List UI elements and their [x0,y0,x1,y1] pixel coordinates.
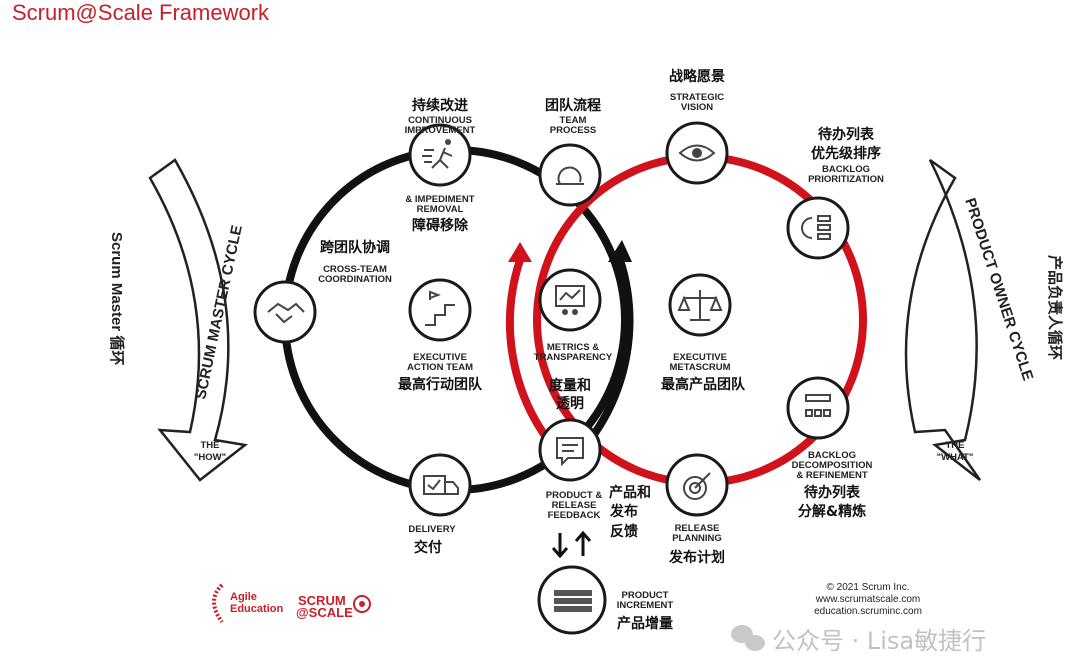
node-label: STRATEGIC [670,92,724,103]
agile-logo-text-2: Education [230,603,283,615]
node-label: CONTINUOUS [408,115,472,126]
scrum-at-scale-logo: SCRUM @SCALE [296,593,371,620]
scrum-logo-text-1: SCRUM [298,593,346,608]
eye-icon [678,144,716,162]
what-label-1: THE [946,440,965,451]
node-label: EXECUTIVE [413,352,467,363]
node-label: 反馈 [610,523,638,540]
node-label: REMOVAL [417,204,464,215]
agile-education-logo: Agile Education [212,583,283,624]
node-label: PRODUCT & [546,490,603,501]
node-label: 障碍移除 [412,217,469,234]
up-down-arrows-icon [551,530,592,559]
node-label: INCREMENT [617,600,674,611]
node-executive-action-team[interactable]: EXECUTIVE ACTION TEAM 最高行动团队 [398,278,483,393]
team-stairs-icon [425,290,455,326]
node-label: 待办列表 [818,126,875,143]
black-inner-arrow [586,258,634,443]
decompose-blocks-icon [805,394,831,417]
node-label: EXECUTIVE [673,352,727,363]
node-label: METASCRUM [669,362,730,373]
node-label: METRICS & [547,342,599,353]
node-label: BACKLOG [808,450,856,461]
node-label: 战略愿景 [669,68,725,85]
node-label: 交付 [414,539,442,556]
node-label: 优先级排序 [811,145,881,162]
delivery-truck-icon [423,475,459,495]
node-strategic-vision[interactable]: 战略愿景 STRATEGIC VISION [665,68,729,185]
product-owner-cycle-arrow: PRODUCT OWNER CYCLE THE "WHAT" 产品负责人循环 [904,158,1064,481]
node-label: TRANSPARENCY [534,352,613,363]
node-label: 发布 [609,503,638,520]
node-label: 团队流程 [545,97,601,114]
wechat-icon [731,625,765,651]
node-label: CROSS-TEAM [323,264,387,275]
node-team-process[interactable]: 团队流程 TEAM PROCESS [538,97,602,207]
scales-icon [677,290,723,321]
node-label: PRODUCT [622,590,669,601]
node-label: BACKLOG [822,164,870,175]
node-label: 发布计划 [668,549,725,566]
node-label: 最高产品团队 [661,376,746,393]
node-backlog-prioritization[interactable]: 待办列表 优先级排序 BACKLOG PRIORITIZATION [786,126,884,260]
scrum-master-cycle-cn: Scrum Master 循环 [108,232,126,365]
chat-bubble-icon [556,437,584,467]
product-owner-cycle-cn: 产品负责人循环 [1046,255,1064,360]
node-backlog-decomposition[interactable]: BACKLOG DECOMPOSITION & REFINEMENT 待办列表 … [786,376,873,520]
node-release-planning[interactable]: RELEASE PLANNING 发布计划 [665,453,729,566]
watermark: 公众号 · Lisa敏捷行 [772,627,986,655]
scrum-logo-text-2: @SCALE [296,605,353,620]
node-product-increment[interactable]: PRODUCT INCREMENT 产品增量 [537,565,674,635]
agile-logo-text-1: Agile [230,591,257,603]
node-label: FEEDBACK [548,510,601,521]
dashboard-icon [555,285,585,315]
node-label: & REFINEMENT [796,470,867,481]
red-inner-arrow [505,258,552,443]
node-label: PLANNING [672,533,722,544]
stacked-increment-icon [554,590,592,612]
node-product-feedback[interactable]: PRODUCT & RELEASE FEEDBACK 产品和 发布 反馈 [538,418,651,540]
copyright: © 2021 Scrum Inc. [827,582,910,593]
node-label: 跨团队协调 [320,239,390,256]
node-executive-metascrum[interactable]: EXECUTIVE METASCRUM 最高产品团队 [661,273,746,393]
node-label: 产品增量 [617,615,673,632]
node-label: 度量和 [549,377,591,394]
how-label-1: THE [201,440,220,451]
what-label-2: "WHAT" [937,452,974,463]
red-arrowhead [508,242,532,262]
node-label: RELEASE [675,523,720,534]
how-label-2: "HOW" [194,452,226,463]
handshake-icon [267,302,305,324]
node-label: 持续改进 [412,97,468,114]
node-metrics-transparency[interactable]: METRICS & TRANSPARENCY 度量和 透明 [534,268,613,412]
running-person-icon [422,139,453,169]
cycle-arrow-icon [556,166,584,185]
node-label: PRIORITIZATION [808,174,884,185]
node-label: 最高行动团队 [398,376,483,393]
node-label: IMPROVEMENT [405,125,476,136]
node-continuous-improvement[interactable]: 持续改进 CONTINUOUS IMPROVEMENT & IMPEDIMENT… [405,97,476,234]
node-label: 待办列表 [804,484,861,501]
node-label: RELEASE [552,500,597,511]
page-title: Scrum@Scale Framework [12,0,270,25]
scrum-master-cycle-arrow: SCRUM MASTER CYCLE THE "HOW" Scrum Maste… [108,158,249,482]
education-link[interactable]: education.scruminc.com [814,606,922,617]
black-arrowhead [608,240,632,262]
website-link[interactable]: www.scrumatscale.com [815,594,920,605]
node-label: PROCESS [550,125,596,136]
node-cross-team-coordination[interactable]: 跨团队协调 CROSS-TEAM COORDINATION [253,239,392,344]
node-label: VISION [681,102,713,113]
node-label: TEAM [560,115,587,126]
node-label: 分解&精炼 [798,503,866,520]
node-label: DELIVERY [408,524,456,535]
prioritize-list-icon [801,215,831,240]
target-icon [683,472,711,500]
node-label: 产品和 [609,484,651,501]
node-label: DECOMPOSITION [792,460,873,471]
node-label: ACTION TEAM [407,362,473,373]
node-label: & IMPEDIMENT [405,194,474,205]
node-label: 透明 [556,396,584,412]
node-label: COORDINATION [318,274,392,285]
node-delivery[interactable]: DELIVERY 交付 [408,453,472,556]
